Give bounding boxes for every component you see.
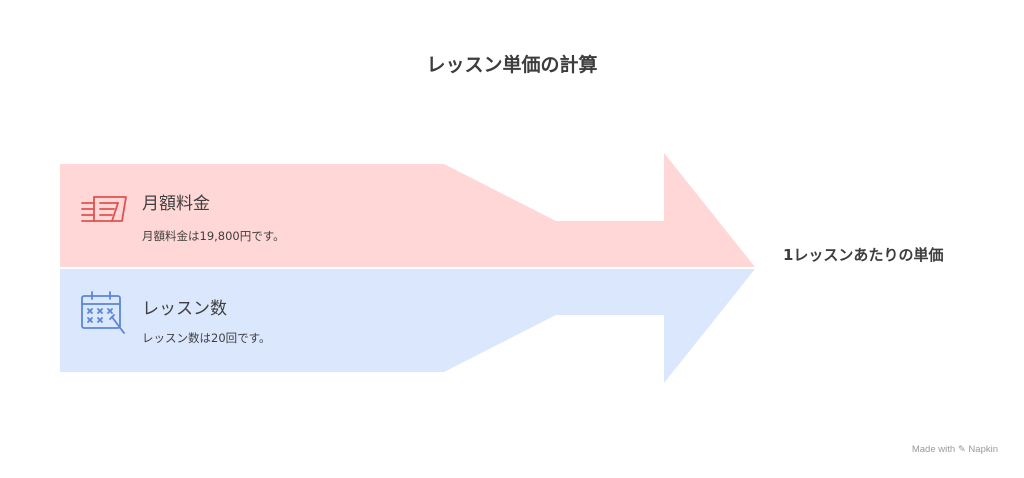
credit-brand: Napkin: [968, 444, 998, 455]
result-label: 1レッスンあたりの単価: [783, 246, 944, 264]
lesson-count-description: レッスン数は20回です。: [142, 331, 271, 345]
monthly-fee-heading: 月額料金: [142, 194, 210, 214]
diagram-title: レッスン単価の計算: [426, 54, 598, 76]
napkin-logo-icon: ✎: [957, 444, 966, 455]
made-with-napkin-credit: Made with ✎ Napkin: [912, 444, 998, 455]
money-stack-icon: [81, 196, 127, 222]
monthly-fee-description: 月額料金は19,800円です。: [142, 229, 285, 243]
lesson-count-band: [60, 269, 755, 383]
lesson-count-heading: レッスン数: [142, 299, 227, 319]
credit-text: Made with: [911, 444, 956, 455]
monthly-fee-band: [60, 153, 755, 267]
calendar-icon: [81, 291, 125, 334]
